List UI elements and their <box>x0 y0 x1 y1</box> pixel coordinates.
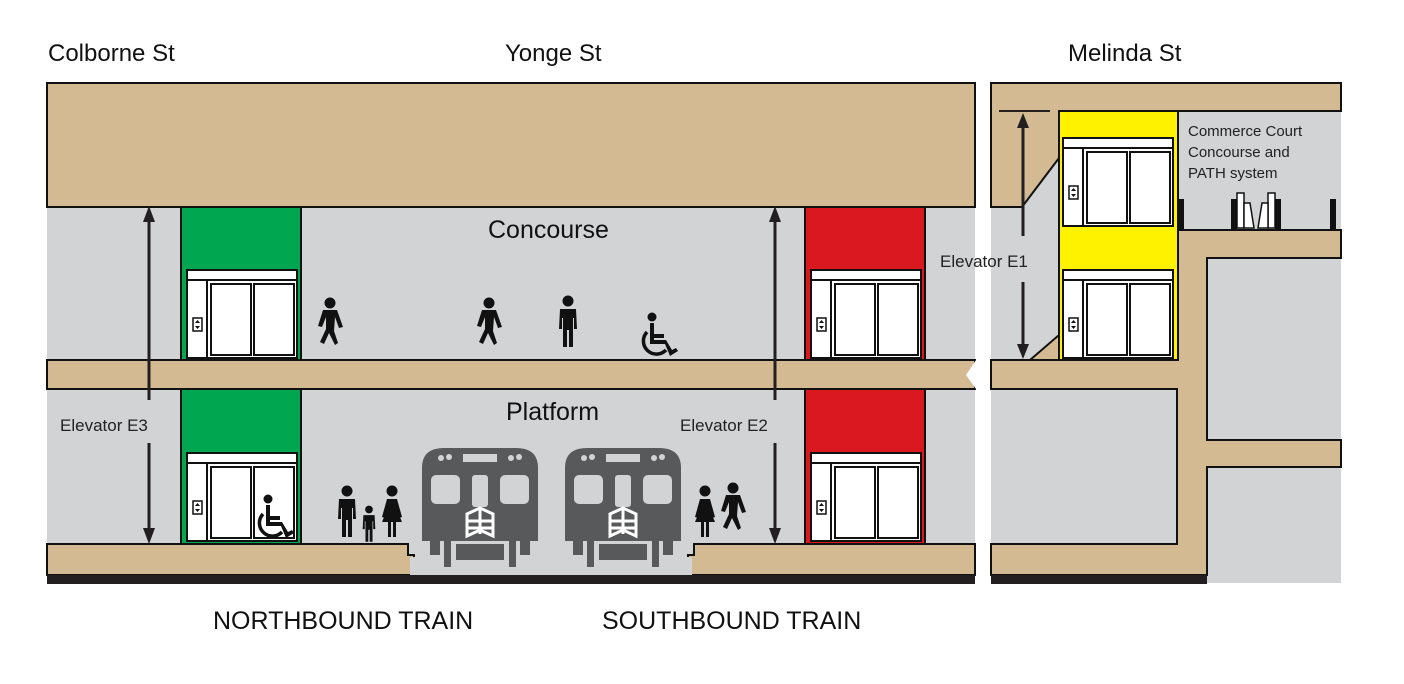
elevator-e3-arrow <box>143 206 155 544</box>
southbound-train-label: SOUTHBOUND TRAIN <box>602 607 861 635</box>
ground-above <box>46 82 976 208</box>
level-label-concourse: Concourse <box>488 216 609 244</box>
main-section <box>46 82 976 584</box>
track-base <box>47 575 975 584</box>
elevator-e2-door-platform <box>810 452 922 542</box>
northbound-train-icon <box>420 446 540 569</box>
path-note-line3: PATH system <box>1188 165 1277 182</box>
elevator-e2-shaft <box>804 206 926 545</box>
northbound-train-label: NORTHBOUND TRAIN <box>213 607 473 635</box>
elevator-e2-arrow <box>769 206 781 544</box>
street-label-melinda: Melinda St <box>1068 40 1182 67</box>
elevator-e1-label: Elevator E1 <box>940 252 1028 271</box>
elevator-e3-door-concourse <box>186 269 298 359</box>
elevator-e2-label: Elevator E2 <box>680 416 768 435</box>
path-note-line2: Concourse and <box>1188 144 1290 161</box>
elevator-e1-door-upper <box>1062 137 1174 227</box>
elevator-e3-label: Elevator E3 <box>60 416 148 435</box>
section-break <box>966 80 990 590</box>
street-label-colborne: Colborne St <box>48 40 175 67</box>
elevator-e2-door-concourse <box>810 269 922 359</box>
path-note-line1: Commerce Court <box>1188 123 1303 140</box>
fare-gates-icon <box>1178 192 1336 230</box>
elevator-e1-arrow <box>999 110 1050 359</box>
elevator-e3-door-platform <box>186 452 298 542</box>
concourse-floor <box>46 359 976 390</box>
elevator-e1-door-lower <box>1062 269 1174 359</box>
right-section <box>990 82 1342 584</box>
elevator-e3-shaft <box>180 206 302 545</box>
level-label-platform: Platform <box>506 398 599 426</box>
southbound-train-icon <box>563 446 683 569</box>
elevator-e1-shaft <box>1058 110 1179 361</box>
street-label-yonge: Yonge St <box>505 40 602 67</box>
